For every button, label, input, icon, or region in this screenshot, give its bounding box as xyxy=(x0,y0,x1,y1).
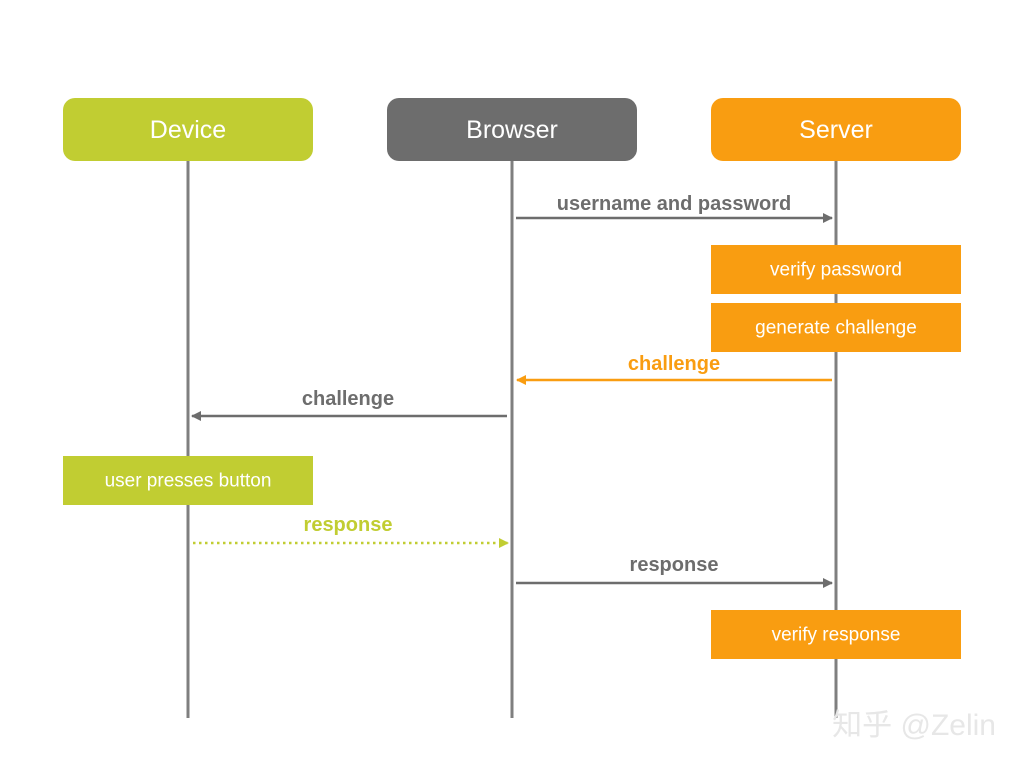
response-server-label: response xyxy=(630,554,719,576)
user-presses-button-label: user presses button xyxy=(105,471,272,492)
server-actor-box xyxy=(711,98,961,161)
challenge-server-label: challenge xyxy=(628,353,720,375)
browser-actor: Browser xyxy=(387,98,637,161)
generate-challenge-label: generate challenge xyxy=(755,318,917,339)
generate-challenge-box: generate challenge xyxy=(711,303,961,352)
device-actor-box xyxy=(63,98,313,161)
server-actor-label: Server xyxy=(799,116,873,144)
browser-actor-label: Browser xyxy=(466,116,558,144)
verify-password-label: verify password xyxy=(770,260,902,281)
server-actor: Server xyxy=(711,98,961,161)
challenge-device-label: challenge xyxy=(302,388,394,410)
verify-response-label: verify response xyxy=(772,625,901,646)
device-actor: Device xyxy=(63,98,313,161)
browser-actor-box xyxy=(387,98,637,161)
verify-response-box: verify response xyxy=(711,610,961,659)
verify-password-box: verify password xyxy=(711,245,961,294)
user-presses-button-box: user presses button xyxy=(63,456,313,505)
watermark: 知乎 @Zelin xyxy=(832,709,996,742)
response-device-label: response xyxy=(304,514,393,536)
device-actor-label: Device xyxy=(150,116,226,144)
username-password-label: username and password xyxy=(557,193,792,215)
